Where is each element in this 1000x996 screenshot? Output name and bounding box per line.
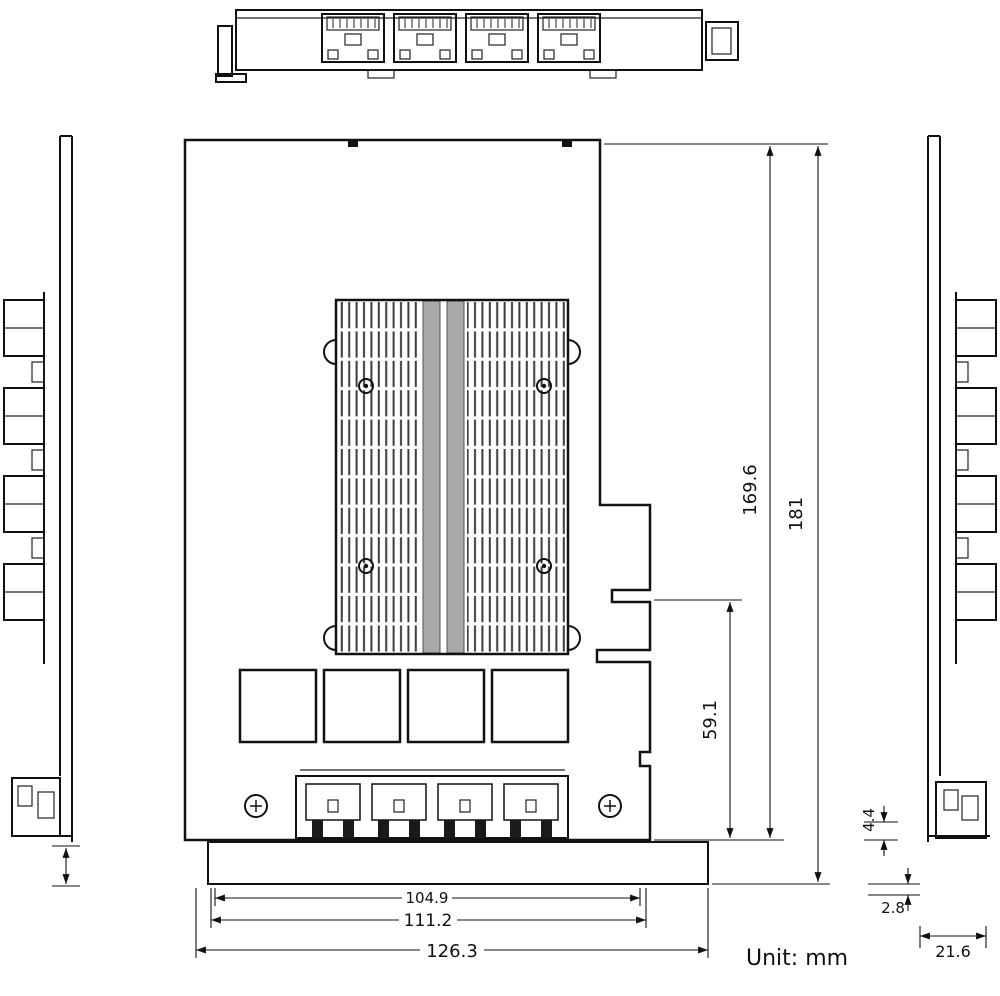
heatpipe-1 bbox=[422, 300, 441, 654]
dimension-annotations: 169.6 181 59.1 104.9 111.2 126.3 4.4 bbox=[195, 143, 987, 962]
heatsink-ear-br bbox=[567, 624, 581, 652]
top-edge-notch-2 bbox=[562, 141, 572, 147]
side-connector-r1 bbox=[955, 299, 997, 357]
bottom-connector-assembly bbox=[244, 769, 622, 839]
heatsink-ear-tl bbox=[323, 338, 337, 366]
rj45-port-top-1 bbox=[321, 13, 385, 63]
dim-connector-span-label: 104.9 bbox=[406, 889, 449, 907]
rj45-port-top-3 bbox=[465, 13, 529, 63]
side-connector-3 bbox=[3, 475, 45, 533]
top-view-mount-tab-2 bbox=[589, 69, 617, 79]
dim-overall-width-label: 126.3 bbox=[426, 941, 478, 962]
rj45-footprint-4 bbox=[503, 783, 559, 839]
component-4 bbox=[490, 668, 570, 744]
top-view-mount-tab-1 bbox=[367, 69, 395, 79]
heatsink-screw-holes bbox=[358, 378, 552, 574]
dim-foot-height-label: 4.4 bbox=[860, 808, 878, 832]
side-connector-1 bbox=[3, 299, 45, 357]
top-view-bracket-foot bbox=[215, 73, 247, 83]
rj45-footprint-3 bbox=[437, 783, 493, 839]
dim-bracket-depth-label: 21.6 bbox=[935, 942, 971, 961]
right-side-view bbox=[927, 135, 997, 842]
side-connector-r4 bbox=[955, 563, 997, 621]
top-edge-notch-1 bbox=[348, 141, 358, 147]
bracket-screw-left bbox=[244, 794, 268, 818]
heatsink-ear-bl bbox=[323, 624, 337, 652]
heatsink-ear-tr bbox=[567, 338, 581, 366]
dim-lower-edge-label: 59.1 bbox=[700, 700, 721, 740]
side-connector-4 bbox=[3, 563, 45, 621]
heatsink bbox=[323, 298, 581, 656]
component-2 bbox=[322, 668, 402, 744]
front-view bbox=[183, 138, 709, 885]
top-view-body bbox=[235, 9, 703, 71]
connector-housing bbox=[295, 775, 569, 839]
rj45-port-top-2 bbox=[393, 13, 457, 63]
top-view-bracket-tab bbox=[217, 25, 233, 77]
heatpipe-2 bbox=[446, 300, 465, 654]
dim-pcb-width-label: 111.2 bbox=[404, 911, 453, 931]
pcb-outline bbox=[183, 138, 652, 842]
bracket-plate bbox=[207, 841, 709, 885]
left-bracket-foot bbox=[11, 777, 61, 837]
left-side-view bbox=[3, 135, 80, 887]
component-row bbox=[238, 668, 570, 744]
rj45-port-top-4 bbox=[537, 13, 601, 63]
heatsink-outline bbox=[334, 298, 570, 656]
top-view-end-tab bbox=[705, 21, 739, 61]
bracket-screw-right bbox=[598, 794, 622, 818]
rj45-footprint-2 bbox=[371, 783, 427, 839]
top-view bbox=[215, 9, 739, 83]
component-3 bbox=[406, 668, 486, 744]
side-connector-r3 bbox=[955, 475, 997, 533]
dim-pcb-height-label: 169.6 bbox=[740, 464, 761, 516]
unit-label: Unit: mm bbox=[746, 946, 848, 971]
component-1 bbox=[238, 668, 318, 744]
side-connector-2 bbox=[3, 387, 45, 445]
right-bracket-foot bbox=[935, 781, 987, 839]
rj45-footprint-1 bbox=[305, 783, 361, 839]
side-connector-r2 bbox=[955, 387, 997, 445]
dim-overall-height-label: 181 bbox=[786, 497, 807, 531]
dim-bracket-thickness-label: 2.8 bbox=[881, 899, 905, 917]
